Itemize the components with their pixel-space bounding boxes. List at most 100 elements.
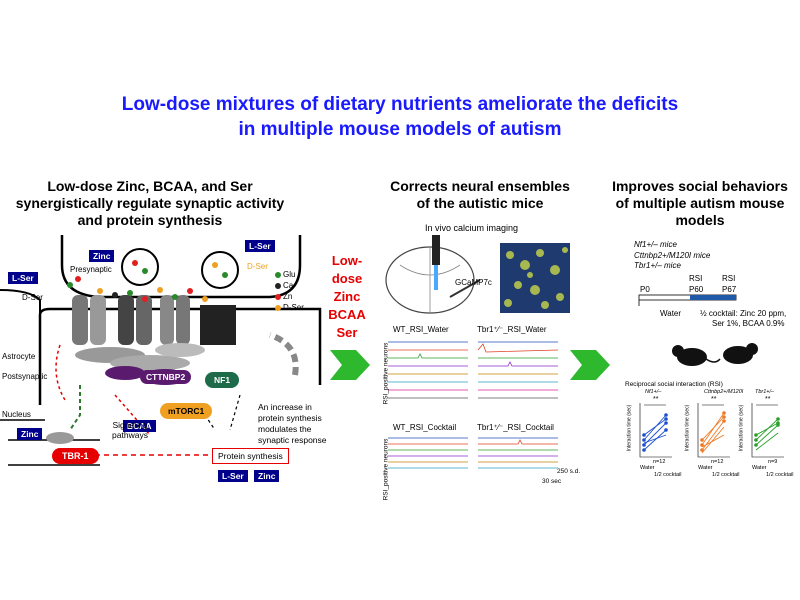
right-heading-2: of multiple autism mouse [615, 195, 785, 211]
receptor [72, 295, 88, 345]
ylab-2: Interaction time (sec) [684, 404, 691, 452]
syringe [449, 279, 481, 298]
signaling-label: Signaling pathways [100, 420, 160, 440]
protein-synthesis-box: Protein synthesis [212, 448, 289, 464]
receptor [160, 295, 174, 345]
mice-list: Nf1+/– mice Cttnbp2+/M120I mice Tbr1+/– … [634, 240, 710, 272]
dser-label-astro: D-Ser [22, 293, 43, 302]
legend-glu: Glu [283, 270, 296, 279]
sig-1: ** [653, 396, 659, 403]
scaffold [155, 343, 205, 357]
scaffold [105, 366, 145, 380]
arrow-1-icon [330, 350, 370, 380]
treatment-line-1: Low- [331, 253, 363, 268]
middle-heading-2: of the autistic mice [416, 195, 544, 211]
cttnbp2-label: CTTNBP2 [140, 370, 192, 384]
treatment-line-4: BCAA [328, 307, 366, 322]
presynaptic-label: Presynaptic [70, 265, 112, 274]
dna-complex [46, 432, 74, 444]
rsi-label-2: RSI [722, 274, 736, 283]
xcat-water-1: Water [640, 465, 655, 471]
page-title: Low-dose mixtures of dietary nutrients a… [121, 94, 679, 115]
page-subtitle: in multiple mouse models of autism [238, 119, 562, 140]
right-heading-1: Improves social behaviors [612, 178, 788, 194]
panel-wt-water-title: WT_RSI_Water [393, 325, 449, 334]
legend-swatches [275, 272, 281, 311]
legend-dser: D-Ser [283, 303, 304, 312]
panel-tbr1-cocktail-title: Tbr1⁺⁄⁻_RSI_Cocktail [477, 423, 554, 432]
zinc-box-nucleus: Zinc [17, 428, 43, 440]
rsi-graph-title: Reciprocal social interaction (RSI) [625, 381, 723, 388]
particles [67, 260, 228, 302]
left-heading-2: synergistically regulate synaptic activi… [15, 195, 285, 211]
n-label-1: n=12 [653, 459, 666, 465]
p0-label: P0 [640, 285, 650, 294]
rsi-graphs [639, 403, 784, 458]
lser-box-bottom: L-Ser [218, 470, 248, 482]
arrow-2-icon [570, 350, 610, 380]
g1-title: Nf1+/– [645, 389, 662, 395]
mtorc1-label: mTORC1 [160, 403, 213, 419]
xcat-cocktail-2: 1/2 cocktail [712, 472, 740, 478]
scale-bar-sd: 250 s.d. [557, 468, 581, 475]
gcamp-label: GCaMP7c [455, 278, 492, 287]
receptor [118, 295, 134, 345]
treatment-line-5: Ser [336, 325, 358, 340]
receptor [176, 295, 190, 345]
n-label-2: n=12 [711, 459, 724, 465]
n-label-3: n=9 [768, 459, 778, 465]
ylab-3: Interaction time (sec) [738, 404, 745, 452]
left-heading-3: and protein synthesis [77, 212, 223, 228]
receptor [90, 295, 106, 345]
tbr1-label: TBR-1 [52, 448, 99, 464]
mouse-line-nf1: Nf1+/– mice [634, 240, 677, 249]
g2-title: Cttnbp2+/M120I [704, 389, 744, 395]
microscope [432, 235, 440, 265]
signaling-line-2: pathways [112, 430, 148, 440]
xcat-cocktail-1: 1/2 cocktail [654, 472, 682, 478]
scale-bar-time: 30 sec [542, 478, 562, 485]
treatment-label: Low- dose Zinc BCAA Ser [322, 252, 372, 342]
xcat-water-3: Water [752, 465, 767, 471]
nf1-label: NF1 [205, 372, 240, 388]
sig-2: ** [711, 396, 717, 403]
water-label: Water [660, 309, 682, 318]
postsynaptic-label: Postsynaptic [2, 372, 48, 381]
red-dashed-arrow [55, 344, 66, 401]
timeline [638, 294, 737, 306]
increase-text: An increase in protein synthesis modulat… [258, 402, 327, 446]
right-heading-3: models [675, 212, 725, 228]
middle-heading-1: Corrects neural ensembles [390, 178, 570, 194]
increase-line-3: modulates the [258, 424, 312, 434]
rsi-label-1: RSI [689, 274, 703, 283]
black-dashed-arrow [229, 394, 241, 431]
mice-icon [672, 343, 758, 366]
lser-box-pre: L-Ser [245, 240, 275, 252]
g3-title: Tbr1+/– [755, 389, 775, 395]
imaging-label: In vivo calcium imaging [425, 223, 519, 233]
legend-ca: Ca [283, 281, 294, 290]
increase-line-1: An increase in [258, 402, 312, 412]
xcat-water-2: Water [698, 465, 713, 471]
dser-label-pre: D-Ser [247, 262, 268, 271]
vesicle [201, 251, 239, 289]
postsynaptic-membrane [38, 307, 322, 405]
ylab-1: Interaction time (sec) [626, 404, 633, 452]
treatment-line-2: dose [331, 271, 363, 286]
signaling-line-1: Signaling [112, 420, 148, 430]
treatment-line-3: Zinc [333, 289, 361, 304]
xcat-cocktail-3: 1/2 cocktail [766, 472, 794, 478]
cocktail-line-1: ½ cocktail: Zinc 20 ppm, [700, 309, 787, 318]
increase-line-2: protein synthesis [258, 413, 322, 423]
zinc-box-pre: Zinc [89, 250, 115, 262]
mouse-line-cttnbp2: Cttnbp2+/M120I mice [634, 250, 711, 260]
increase-line-4: synaptic response [258, 435, 327, 445]
cocktail-line-2: Ser 1%, BCAA 0.9% [712, 319, 785, 328]
feedback-arrow [268, 332, 299, 376]
green-dashed-arrow [69, 385, 81, 431]
legend-zn: Zn [283, 292, 293, 301]
lser-box-astro: L-Ser [8, 272, 38, 284]
channel [200, 305, 236, 345]
astrocyte-label: Astrocyte [2, 352, 36, 361]
astrocyte-membrane [0, 289, 41, 395]
